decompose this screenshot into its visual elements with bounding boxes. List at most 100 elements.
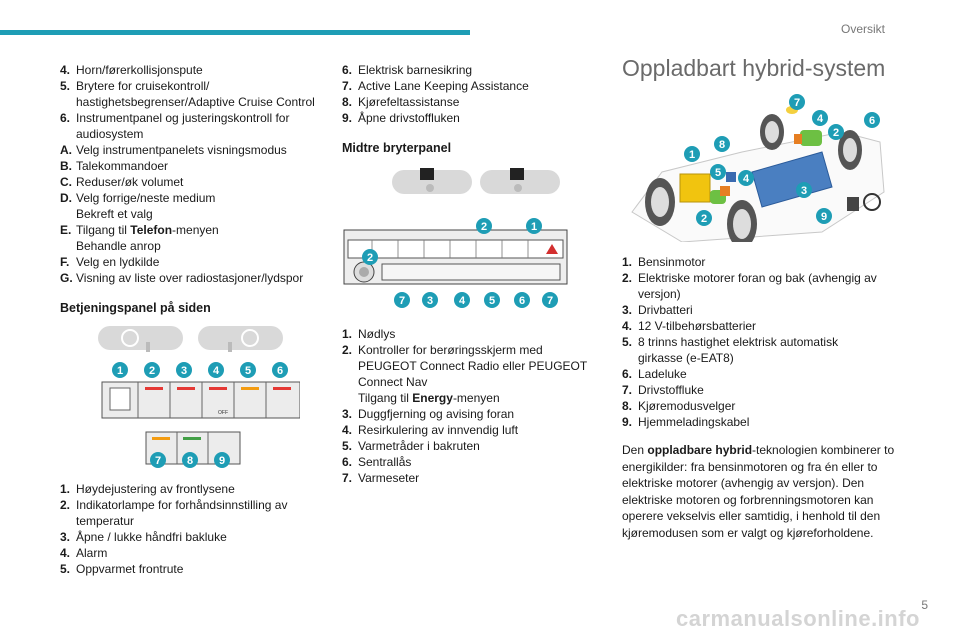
list-item: 3.Duggfjerning og avising foran [342,406,607,422]
list-item-text: versjon) [638,287,681,301]
list-item-text: Kontroller for berøringsskjerm med [358,343,543,357]
list-item-key [60,126,76,142]
list-item-bold: Telefon [130,223,173,237]
list-item-key: 5. [60,79,71,93]
list-item: versjon) [622,286,902,302]
accessory-battery [726,172,736,182]
list-item-text: Åpne / lukke håndfri bakluke [76,530,227,544]
para-prefix: Den [622,443,648,457]
list-item-key: 1. [60,482,71,496]
svg-text:6: 6 [277,365,283,377]
list-item-text: Elektrisk barnesikring [358,63,473,77]
list-item-key [60,513,76,529]
list-item-key: 8. [622,399,633,413]
list-item-suffix: -menyen [172,223,219,237]
list-item-key [622,286,638,302]
rear-electric-motor [800,130,822,146]
list-item-key: G. [60,271,73,285]
callout-badge: 3 [796,182,812,198]
list-item-text: Hjemmeladingskabel [638,415,750,429]
callout-badge: 6 [864,112,880,128]
list-item-key [622,350,638,366]
list-item: hastighetsbegrenser/Adaptive Cruise Cont… [60,94,330,110]
callout-badge: 7 [394,292,410,308]
list-item: girkasse (e-EAT8) [622,350,902,366]
callout-badge: 9 [816,208,832,224]
svg-text:7: 7 [399,295,405,307]
dashboard-thumbnail-left [98,326,183,352]
list-item-text: Reduser/øk volumet [76,175,184,189]
list-item: Bekreft et valg [60,206,330,222]
watermark: carmanualsonline.info [676,606,920,631]
callout-badge: 2 [828,124,844,140]
list-item-key: 4. [622,319,633,333]
svg-text:2: 2 [833,127,839,139]
list-item-text: Bekreft et valg [76,207,153,221]
list-item-key: 6. [342,63,353,77]
list-item: C. Reduser/øk volumet [60,174,330,190]
list-item-bold: Energy [412,391,453,405]
petrol-engine [679,173,711,203]
para-bold: oppladbare hybrid [647,443,753,457]
wheel-rear-top [760,114,784,150]
svg-text:5: 5 [489,295,495,307]
svg-text:1: 1 [689,149,695,161]
list-item: 1.Nødlys [342,326,607,342]
led-red [145,387,163,390]
svg-text:2: 2 [149,365,155,377]
svg-text:3: 3 [181,365,187,377]
heading-side-panel: Betjeningspanel på siden [60,301,211,315]
list-item-text: Velg en lydkilde [76,255,160,269]
list-item-key [60,238,76,254]
svg-text:9: 9 [821,211,827,223]
list-item: Behandle anrop [60,238,330,254]
list-item: 5. Brytere for cruisekontroll/ [60,78,330,94]
list-item: 9.Åpne drivstoffluken [342,110,607,126]
svg-text:4: 4 [817,113,824,125]
charging-cable-icon [863,193,881,211]
callout-badge: 5 [240,362,256,378]
list-item-text: Velg instrumentpanelets visningsmodus [76,143,287,157]
callout-badge: 4 [812,110,828,126]
callout-badge: 9 [214,452,230,468]
list-item: 6. Elektrisk barnesikring [342,62,607,78]
dashboard-thumbnail-left [392,168,472,194]
list-item: 6.Ladeluke [622,366,902,382]
dashboard-thumbnail-right [198,326,283,352]
hybrid-description: Den oppladbare hybrid-teknologien kombin… [622,442,902,541]
svg-text:7: 7 [794,97,800,109]
list-item-text: Behandle anrop [76,239,161,253]
list-item-text: Alarm [76,546,108,560]
list-item: 9.Hjemmeladingskabel [622,414,902,430]
wheel-rear-left [727,200,757,248]
list-item: 2.Elektriske motorer foran og bak (avhen… [622,270,902,286]
callout-badge: 1 [526,218,542,234]
callout-badge: 2 [144,362,160,378]
list-item-text: Ladeluke [638,367,687,381]
list-item-key: 6. [342,455,353,469]
list-item: 6.Instrumentpanel og justeringskontroll … [60,110,330,126]
callout-badge: 4 [738,170,754,186]
list-item-key: C. [60,175,72,189]
list-item-text: Åpne drivstoffluken [358,111,460,125]
list-item-text: Elektriske motorer foran og bak (avhengi… [638,271,877,285]
svg-text:2: 2 [481,221,487,233]
list-item: F.Velg en lydkilde [60,254,330,270]
list-item: 4.Horn/førerkollisjonspute [60,62,330,78]
list-item-key: E. [60,223,72,237]
callout-badge: 4 [208,362,224,378]
list-item-text: Connect Nav [358,375,428,389]
list-item-text: Visning av liste over radiostasjoner/lyd… [76,271,304,285]
list-item-text: Tilgang til Telefon-menyen [76,223,219,237]
list-item: 2.Indikatorlampe for forhåndsinnstilling… [60,497,330,513]
traction-battery [751,151,833,208]
side-panel-top-row [101,381,301,419]
list-item-text: Active Lane Keeping Assistance [358,79,529,93]
list-item-key: 6. [60,111,71,125]
list-item-text: Brytere for cruisekontroll/ [76,79,210,93]
